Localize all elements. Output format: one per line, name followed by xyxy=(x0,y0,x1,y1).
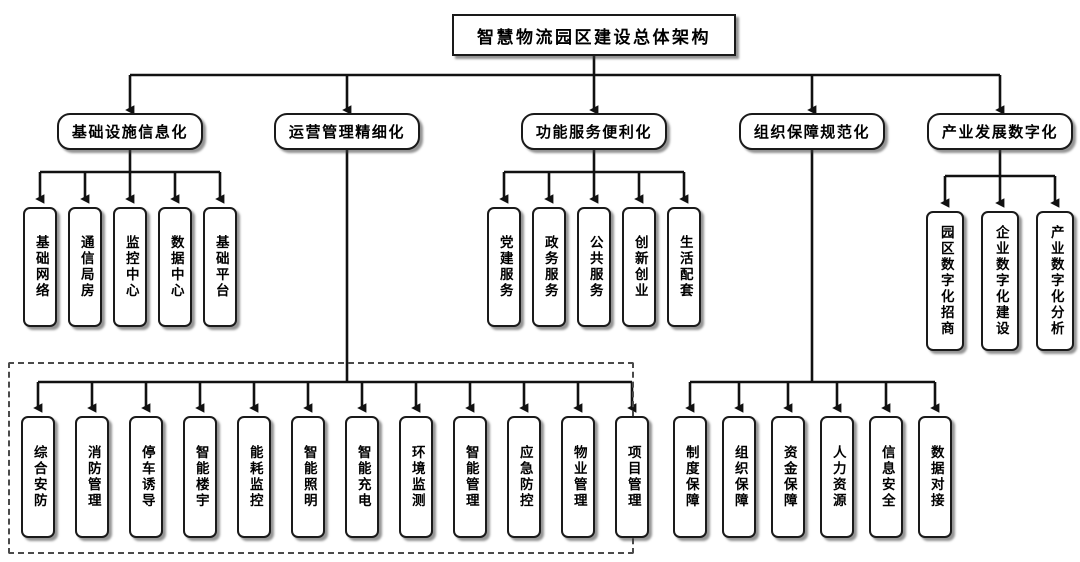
leaf-node[interactable]: 数据对接 xyxy=(918,416,952,538)
leaf-label: 基础平台 xyxy=(212,235,229,299)
leaf-label: 综合安防 xyxy=(30,445,47,509)
branch-node-org[interactable]: 组织保障规范化 xyxy=(739,113,885,150)
leaf-label: 数据中心 xyxy=(167,235,184,299)
root-node[interactable]: 智慧物流园区建设总体架构 xyxy=(452,14,736,56)
branch-label-org: 组织保障规范化 xyxy=(753,123,871,141)
leaf-label: 基础网络 xyxy=(32,235,49,299)
leaf-node[interactable]: 消防管理 xyxy=(75,416,109,538)
leaf-label: 园区数字化招商 xyxy=(937,225,954,337)
leaf-node[interactable]: 党建服务 xyxy=(487,207,521,327)
leaf-label: 监控中心 xyxy=(122,235,139,299)
leaf-label: 党建服务 xyxy=(496,235,513,299)
leaf-node[interactable]: 应急防控 xyxy=(507,416,541,538)
leaf-node[interactable]: 智能照明 xyxy=(291,416,325,538)
leaf-label: 企业数字化建设 xyxy=(992,225,1009,337)
leaf-label: 制度保障 xyxy=(682,445,699,509)
leaf-node[interactable]: 数据中心 xyxy=(158,207,192,327)
leaf-label: 物业管理 xyxy=(570,445,587,509)
leaf-label: 消防管理 xyxy=(84,445,101,509)
branch-node-ops[interactable]: 运营管理精细化 xyxy=(274,113,420,150)
leaf-label: 组织保障 xyxy=(731,445,748,509)
leaf-node[interactable]: 政务服务 xyxy=(532,207,566,327)
leaf-label: 公共服务 xyxy=(586,235,603,299)
leaf-node[interactable]: 公共服务 xyxy=(577,207,611,327)
leaf-node[interactable]: 基础网络 xyxy=(23,207,57,327)
leaf-node[interactable]: 通信局房 xyxy=(68,207,102,327)
leaf-node[interactable]: 产业数字化分析 xyxy=(1036,211,1074,351)
leaf-node[interactable]: 创新创业 xyxy=(622,207,656,327)
leaf-node[interactable]: 生活配套 xyxy=(667,207,701,327)
branch-node-industry[interactable]: 产业发展数字化 xyxy=(927,113,1073,150)
leaf-node[interactable]: 企业数字化建设 xyxy=(981,211,1019,351)
leaf-node[interactable]: 环境监测 xyxy=(399,416,433,538)
branch-label-industry: 产业发展数字化 xyxy=(941,123,1059,141)
leaf-node[interactable]: 智能管理 xyxy=(453,416,487,538)
leaf-label: 创新创业 xyxy=(631,235,648,299)
leaf-node[interactable]: 项目管理 xyxy=(615,416,649,538)
leaf-node[interactable]: 智能楼宇 xyxy=(183,416,217,538)
leaf-node[interactable]: 智能充电 xyxy=(345,416,379,538)
leaf-node[interactable]: 综合安防 xyxy=(21,416,55,538)
root-node-label: 智慧物流园区建设总体架构 xyxy=(477,27,711,48)
leaf-node[interactable]: 监控中心 xyxy=(113,207,147,327)
leaf-label: 通信局房 xyxy=(77,235,94,299)
leaf-label: 政务服务 xyxy=(541,235,558,299)
leaf-node[interactable]: 人力资源 xyxy=(820,416,854,538)
leaf-node[interactable]: 资金保障 xyxy=(771,416,805,538)
leaf-node[interactable]: 园区数字化招商 xyxy=(926,211,964,351)
leaf-label: 智能楼宇 xyxy=(192,445,209,509)
leaf-label: 智能管理 xyxy=(462,445,479,509)
leaf-label: 能耗监控 xyxy=(246,445,263,509)
leaf-node[interactable]: 组织保障 xyxy=(722,416,756,538)
leaf-node[interactable]: 物业管理 xyxy=(561,416,595,538)
branch-node-infra[interactable]: 基础设施信息化 xyxy=(57,113,203,150)
leaf-label: 信息安全 xyxy=(878,445,895,509)
branch-node-service[interactable]: 功能服务便利化 xyxy=(521,113,667,150)
leaf-label: 生活配套 xyxy=(676,235,693,299)
branch-label-service: 功能服务便利化 xyxy=(535,123,653,141)
leaf-node[interactable]: 停车诱导 xyxy=(129,416,163,538)
branch-label-infra: 基础设施信息化 xyxy=(71,123,189,141)
leaf-label: 数据对接 xyxy=(927,445,944,509)
leaf-label: 人力资源 xyxy=(829,445,846,509)
leaf-node[interactable]: 制度保障 xyxy=(673,416,707,538)
leaf-node[interactable]: 基础平台 xyxy=(203,207,237,327)
leaf-label: 应急防控 xyxy=(516,445,533,509)
leaf-node[interactable]: 信息安全 xyxy=(869,416,903,538)
leaf-label: 产业数字化分析 xyxy=(1047,225,1064,337)
leaf-label: 停车诱导 xyxy=(138,445,155,509)
leaf-label: 环境监测 xyxy=(408,445,425,509)
leaf-label: 项目管理 xyxy=(624,445,641,509)
leaf-label: 智能照明 xyxy=(300,445,317,509)
leaf-node[interactable]: 能耗监控 xyxy=(237,416,271,538)
leaf-label: 智能充电 xyxy=(354,445,371,509)
branch-label-ops: 运营管理精细化 xyxy=(288,123,406,141)
leaf-label: 资金保障 xyxy=(780,445,797,509)
